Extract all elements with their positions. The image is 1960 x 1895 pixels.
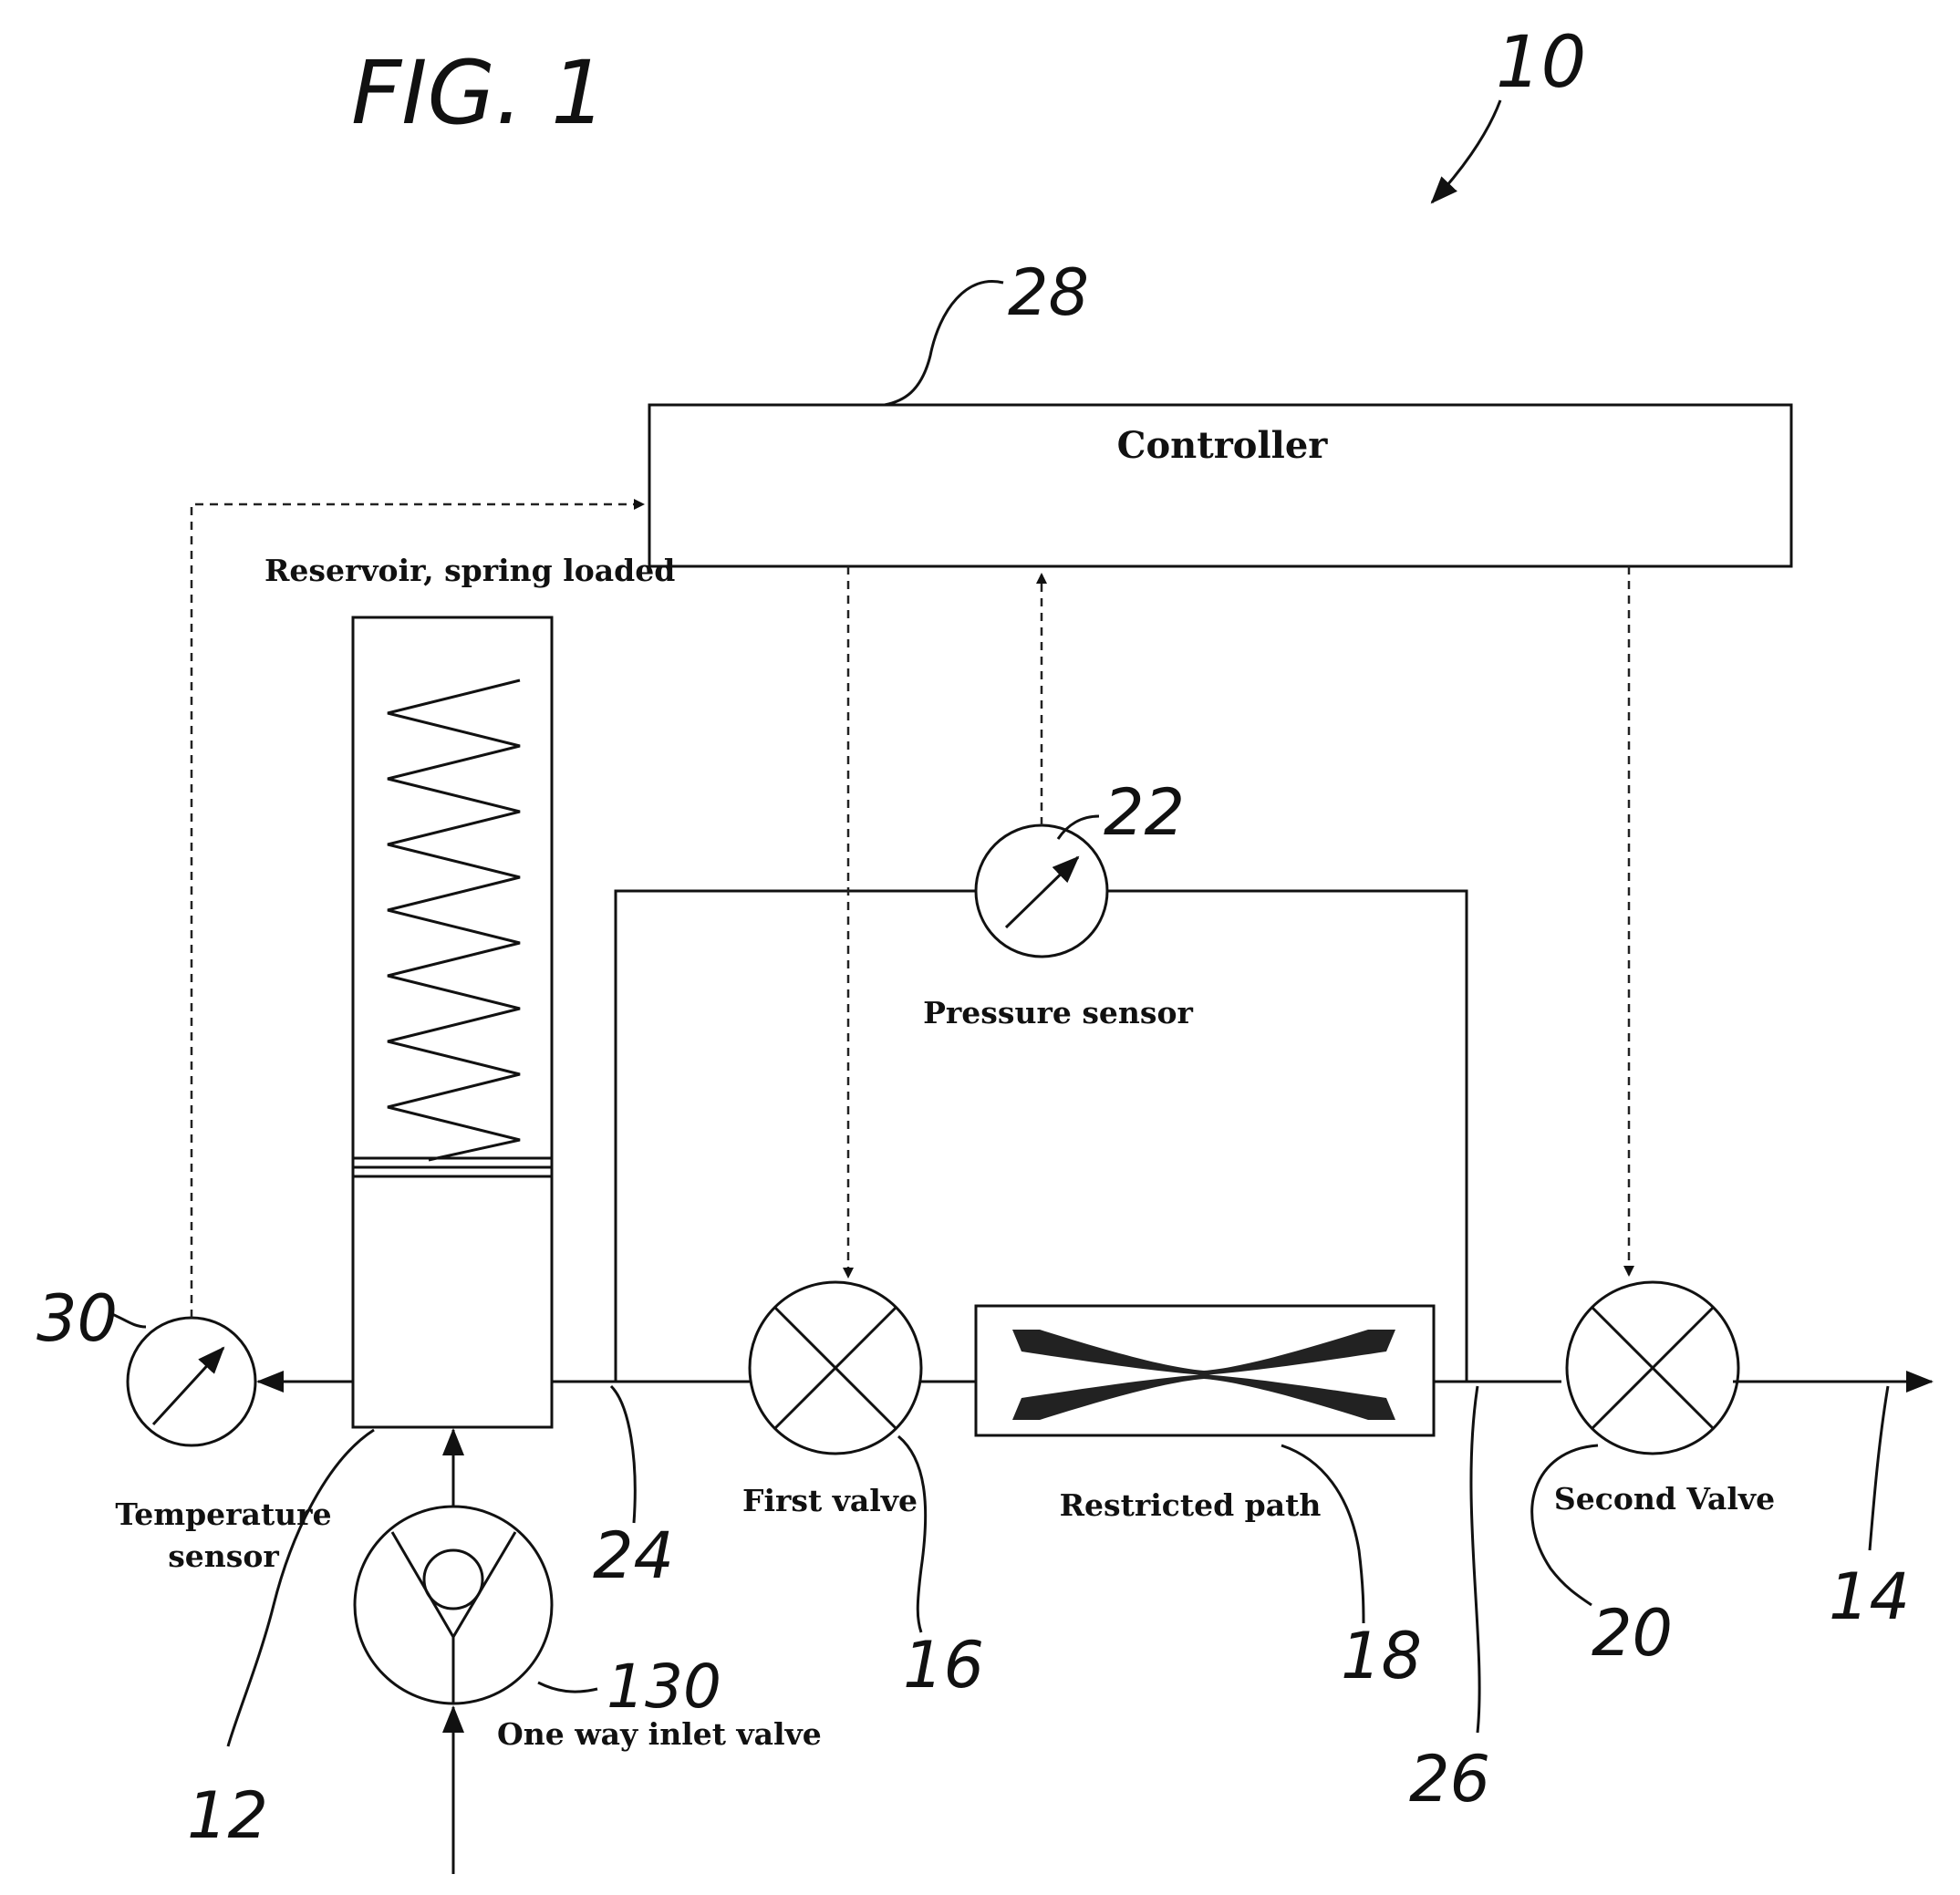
ref-30: 30 xyxy=(36,1281,118,1356)
restricted-path-lower-wall xyxy=(1012,1374,1395,1420)
ref-130: 130 xyxy=(607,1652,721,1722)
ref-12-leader xyxy=(228,1430,374,1746)
inlet-valve-seat xyxy=(392,1532,515,1637)
second-valve-label: Second Valve xyxy=(1554,1481,1775,1517)
figure-ref-10: 10 xyxy=(1496,22,1586,104)
ref-130-leader xyxy=(538,1683,597,1692)
ref-14: 14 xyxy=(1829,1559,1910,1634)
ref-16-leader xyxy=(898,1436,926,1632)
ref-20: 20 xyxy=(1592,1596,1673,1671)
ref-28: 28 xyxy=(1008,255,1089,330)
temperature-sensor-needle xyxy=(153,1348,223,1424)
temperature-sensor-label-2: sensor xyxy=(168,1538,279,1574)
ref-24-leader xyxy=(611,1386,635,1523)
reservoir-label: Reservoir, spring loaded xyxy=(264,553,675,588)
pressure-branch-right xyxy=(1108,891,1467,1382)
ref-18: 18 xyxy=(1341,1619,1422,1693)
ref-26-leader xyxy=(1471,1386,1479,1733)
ref-20-leader xyxy=(1532,1445,1598,1605)
pressure-sensor-needle xyxy=(1006,857,1078,927)
ref-22: 22 xyxy=(1104,775,1185,850)
restricted-path-upper-wall xyxy=(1012,1330,1395,1375)
signal-temp-to-controller xyxy=(192,504,643,1318)
ref-18-leader xyxy=(1281,1445,1364,1623)
ref-28-leader xyxy=(885,281,1003,405)
first-valve-label: First valve xyxy=(742,1483,918,1518)
reservoir-spring xyxy=(388,680,520,1160)
ref-16: 16 xyxy=(903,1628,984,1703)
ref-26: 26 xyxy=(1409,1742,1490,1817)
figure-ref-arrow xyxy=(1432,100,1500,202)
temperature-sensor-label-1: Temperature xyxy=(115,1496,331,1532)
figure-title: FIG. 1 xyxy=(351,42,607,144)
controller-label: Controller xyxy=(1117,424,1329,467)
restricted-path-label: Restricted path xyxy=(1060,1487,1322,1523)
pressure-sensor-label: Pressure sensor xyxy=(923,995,1193,1030)
ref-14-leader xyxy=(1870,1386,1888,1550)
ref-12: 12 xyxy=(187,1778,268,1853)
reservoir-body xyxy=(353,617,552,1427)
ref-24: 24 xyxy=(593,1518,674,1593)
pressure-branch-left xyxy=(616,891,976,1382)
